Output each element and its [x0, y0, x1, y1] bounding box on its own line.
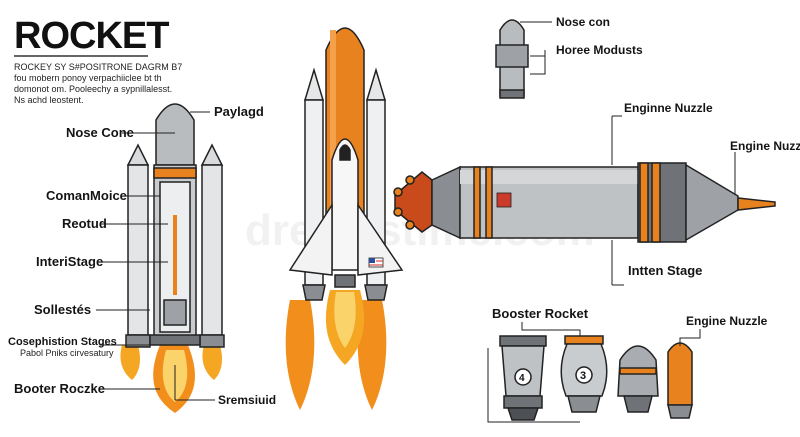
page-title: ROCKET	[14, 15, 169, 57]
subtitle-line-1: ROCKEY SY S#POSITRONE DAGRM B7	[14, 62, 182, 72]
label-booster-rocket: Booster Rocket	[492, 306, 589, 321]
right-booster-body	[201, 164, 223, 336]
orbiter-engines	[334, 274, 356, 288]
booster-4	[667, 342, 693, 419]
label-booster-left: Booter Roczke	[14, 381, 105, 396]
main-nozzle-base	[149, 334, 201, 346]
band-2	[485, 166, 493, 239]
orange-tip	[737, 197, 776, 211]
orbiter-cockpit-window	[339, 144, 351, 161]
booster-1: 4	[499, 335, 547, 421]
subtitle-line-2: fou mobern ponoy verpachiiclee bt th	[14, 73, 162, 83]
label-interstage: InteriStage	[36, 254, 103, 269]
main-nose-cone	[155, 103, 195, 166]
label-coseph-sub: Pabol Pniks cirvesatury	[20, 348, 114, 358]
label-coseph-stages: Cosephistion Stages	[8, 336, 117, 348]
booster-1-number: 4	[519, 373, 525, 384]
engine-housing	[163, 299, 187, 326]
label-inter-stage: Intten Stage	[628, 263, 702, 278]
booster-3	[617, 345, 659, 413]
label-engine-nozzle-1: Enginne Nuzzle	[624, 101, 713, 115]
band-1	[473, 166, 481, 239]
right-booster-nose	[200, 143, 224, 166]
label-nose-cone: Nose Cone	[66, 125, 134, 140]
booster-2: 3	[560, 335, 608, 413]
srb-right-nozzle	[364, 284, 388, 301]
label-engine-nozzle-3: Engine Nuzzle	[686, 314, 768, 328]
orbiter-left-wing	[288, 202, 333, 276]
label-sollestes: Sollestés	[34, 302, 91, 317]
interstage-band-1	[639, 162, 649, 243]
srb-right-nose	[365, 67, 387, 101]
label-engine-nozzle-2: Engine Nuzzle	[730, 139, 800, 153]
shuttle-stack	[285, 27, 404, 410]
aft-skirt	[431, 165, 461, 240]
orbiter-right-wing	[357, 202, 404, 276]
tank-highlight	[330, 30, 336, 230]
shuttle-flame-core	[334, 292, 356, 348]
label-horee-modusts: Horee Modusts	[556, 43, 643, 57]
flag-canton	[369, 258, 375, 263]
left-rocket	[120, 103, 225, 413]
label-payload: Paylagd	[214, 104, 264, 119]
srb-left-nose	[303, 67, 325, 101]
horizontal-rocket	[393, 162, 776, 243]
leader-booster-rocket	[521, 322, 581, 340]
subtitle-line-4: Ns achd leostent.	[14, 95, 84, 105]
label-command-module: ComanMoice	[46, 188, 127, 203]
leader-horee-bracket	[530, 50, 546, 75]
booster-2-number: 3	[580, 370, 586, 382]
nose-cone-detail	[495, 19, 529, 99]
horizontal-nose	[685, 163, 739, 242]
orbiter-fuselage	[331, 138, 359, 271]
leader-engine-nozzle-3	[679, 329, 701, 346]
left-leader-lines	[96, 111, 215, 401]
fuel-line	[173, 215, 177, 295]
label-sremsiuid: Sremsiuid	[218, 393, 276, 407]
shuttle-flame-right	[357, 300, 387, 410]
subtitle-line-3: domonot om. Pooleechy a sypnillalesst.	[14, 84, 172, 94]
orange-band-upper	[153, 167, 197, 179]
bottom-bracket	[487, 348, 580, 423]
interstage-band-2	[651, 162, 661, 243]
label-nose-con-top: Nose con	[556, 15, 610, 29]
left-booster-nose	[126, 143, 150, 166]
flame-right-booster	[202, 345, 222, 380]
flame-left-booster	[120, 345, 140, 380]
srb-left-nozzle	[302, 284, 326, 301]
flag-patch	[496, 192, 512, 208]
right-booster-nozzle	[199, 334, 225, 348]
shuttle-flame-left	[285, 300, 315, 410]
label-reotud: Reotud	[62, 216, 107, 231]
